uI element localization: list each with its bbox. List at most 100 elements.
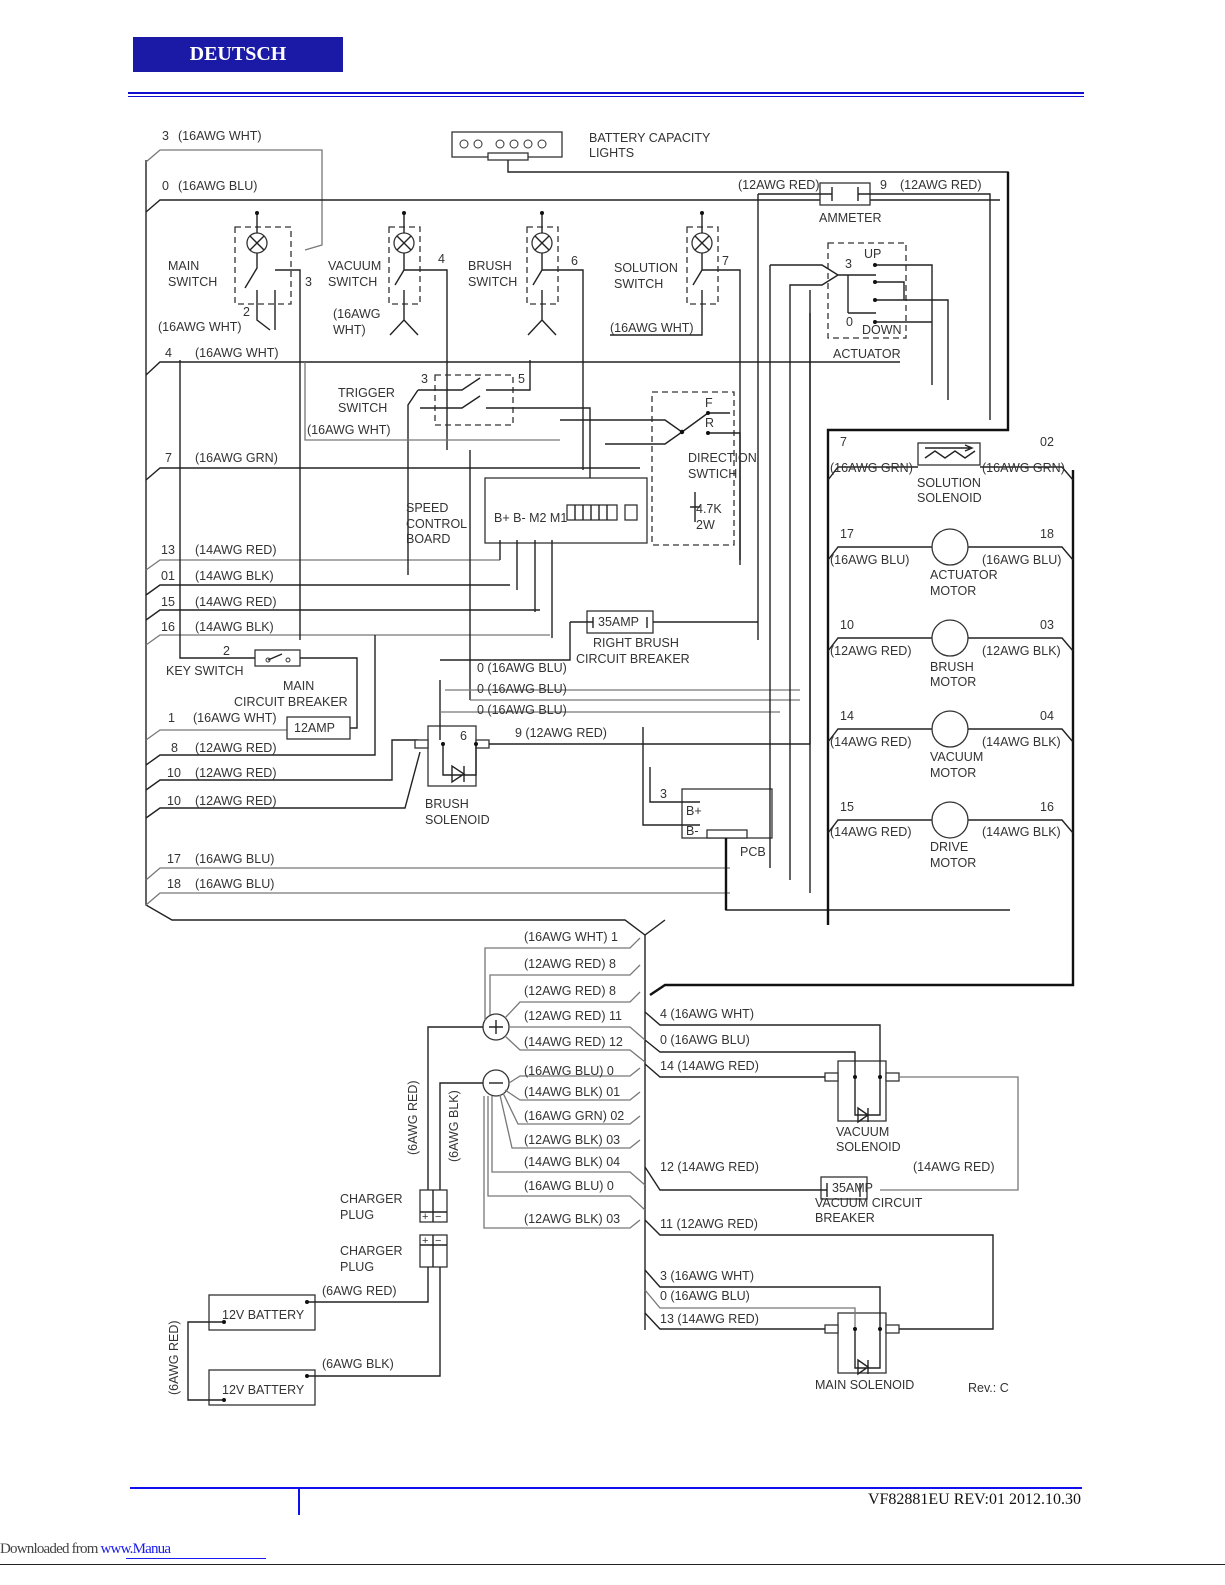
harness-num: 8 bbox=[171, 741, 178, 755]
load-right-num: 02 bbox=[1040, 435, 1054, 449]
vacuum-switch-pin: 4 bbox=[438, 252, 445, 266]
solution-switch-pin: 7 bbox=[722, 254, 729, 268]
brush-switch-pin: 6 bbox=[571, 254, 578, 268]
bus-label: (16AWG GRN) 02 bbox=[524, 1109, 624, 1123]
harness-wire: (16AWG BLU) bbox=[195, 852, 274, 866]
harness-num: 16 bbox=[161, 620, 175, 634]
blu-0-wire-b: 0 (16AWG BLU) bbox=[477, 682, 567, 696]
vacuum-solenoid bbox=[644, 1011, 1019, 1200]
harness-num: 1 bbox=[168, 711, 175, 725]
actuator-switch bbox=[770, 242, 949, 400]
right-brush-cb-label: RIGHT BRUSH bbox=[593, 636, 679, 650]
bus-labels: (16AWG WHT) 1 (12AWG RED) 8 (12AWG RED) … bbox=[524, 930, 624, 1226]
lower-right-label: 3 (16AWG WHT) bbox=[660, 1269, 754, 1283]
solution-switch-wire: (16AWG WHT) bbox=[610, 321, 694, 335]
document-id: VF82881EU REV:01 2012.10.30 bbox=[867, 1491, 1081, 1508]
load-right-num: 16 bbox=[1040, 800, 1054, 814]
speed-control-terminals: B+ B- M2 M1 bbox=[494, 511, 567, 525]
vacuum-switch-wire: (16AWG bbox=[333, 307, 380, 321]
main-cb-label-2: CIRCUIT BREAKER bbox=[234, 695, 348, 709]
blu-0-wire-c: 0 (16AWG BLU) bbox=[477, 703, 567, 717]
harness-num: 0 bbox=[162, 179, 169, 193]
load-right-num: 04 bbox=[1040, 709, 1054, 723]
harness-wire: (14AWG BLK) bbox=[195, 569, 274, 583]
direction-switch-label-2: SWTICH bbox=[688, 467, 737, 481]
harness-num: 10 bbox=[167, 794, 181, 808]
trigger-wire: (16AWG WHT) bbox=[307, 423, 391, 437]
harness-num: 18 bbox=[167, 877, 181, 891]
vacuum-switch-label-2: SWITCH bbox=[328, 275, 377, 289]
harness-num: 17 bbox=[167, 852, 181, 866]
vacuum-switch-label: VACUUM bbox=[328, 259, 381, 273]
load-left-wire: (16AWG BLU) bbox=[830, 553, 909, 567]
harness-wire: (16AWG WHT) bbox=[195, 346, 279, 360]
bus-label: (12AWG RED) 11 bbox=[524, 1009, 622, 1023]
harness-num: 4 bbox=[165, 346, 172, 360]
charger-plugs: + − + − bbox=[419, 1189, 448, 1268]
load-right-num: 03 bbox=[1040, 618, 1054, 632]
pcb-label: PCB bbox=[740, 845, 766, 859]
plus-icon: + bbox=[422, 1235, 428, 1247]
download-link[interactable]: www.Manua bbox=[100, 1541, 172, 1557]
ammeter-left-wire: (12AWG RED) bbox=[738, 178, 820, 192]
charger-blk-wire: (6AWG BLK) bbox=[447, 1090, 461, 1162]
pcb-pin: 3 bbox=[660, 787, 667, 801]
solution-solenoid-label-2: SOLENOID bbox=[917, 491, 982, 505]
actuator-label: ACTUATOR bbox=[833, 347, 901, 361]
trigger-pin5: 5 bbox=[518, 372, 525, 386]
harness-num: 10 bbox=[167, 766, 181, 780]
pcb-bplus: B+ bbox=[686, 804, 702, 818]
vacuum-motor-label: VACUUM bbox=[930, 750, 983, 764]
footer-rule bbox=[130, 1487, 1082, 1489]
battery-capacity-lights-label-2: LIGHTS bbox=[589, 146, 634, 160]
solution-switch-label: SOLUTION bbox=[614, 261, 678, 275]
vacuum-solenoid-label-2: SOLENOID bbox=[836, 1140, 901, 1154]
harness-wire: (16AWG BLU) bbox=[178, 179, 257, 193]
bus-label: (16AWG BLU) 0 bbox=[524, 1179, 614, 1193]
vacuum-motor-label-2: MOTOR bbox=[930, 766, 976, 780]
lower-right-label: 0 (16AWG BLU) bbox=[660, 1033, 750, 1047]
battery-label: 12V BATTERY bbox=[222, 1308, 305, 1322]
right-vertical-bus bbox=[649, 172, 1075, 996]
load-left-wire: (14AWG RED) bbox=[830, 825, 912, 839]
load-left-num: 17 bbox=[840, 527, 854, 541]
harness-wire: (12AWG RED) bbox=[195, 766, 277, 780]
key-switch bbox=[254, 649, 358, 740]
resistor-power: 2W bbox=[696, 518, 715, 532]
solution-switch-label-2: SWITCH bbox=[614, 277, 663, 291]
pcb-bminus: B- bbox=[686, 824, 699, 838]
right-brush-cb-label-2: CIRCUIT BREAKER bbox=[576, 652, 690, 666]
harness-num: 13 bbox=[161, 543, 175, 557]
main-switch-label: MAIN bbox=[168, 259, 199, 273]
switch-lamps bbox=[234, 211, 741, 640]
harness-num: 3 bbox=[162, 129, 169, 143]
lower-right-label: (14AWG RED) bbox=[913, 1160, 995, 1174]
bus-label: (14AWG BLK) 04 bbox=[524, 1155, 620, 1169]
load-left-wire: (12AWG RED) bbox=[830, 644, 912, 658]
load-right-num: 18 bbox=[1040, 527, 1054, 541]
left-harness-labels: 3 (16AWG WHT) 0 (16AWG BLU) 4 (16AWG WHT… bbox=[161, 129, 279, 891]
load-right-wire: (14AWG BLK) bbox=[982, 735, 1061, 749]
language-badge: DEUTSCH bbox=[133, 37, 343, 72]
main-switch-label-2: SWITCH bbox=[168, 275, 217, 289]
red-9-wire: 9 (12AWG RED) bbox=[515, 726, 607, 740]
trigger-switch-label-2: SWITCH bbox=[338, 401, 387, 415]
ammeter-label: AMMETER bbox=[819, 211, 882, 225]
brush-switch-label: BRUSH bbox=[468, 259, 512, 273]
drive-motor-label: DRIVE bbox=[930, 840, 968, 854]
vacuum-switch-wire-2: WHT) bbox=[333, 323, 366, 337]
lower-right-labels: 4 (16AWG WHT) 0 (16AWG BLU) 14 (14AWG RE… bbox=[660, 1007, 995, 1326]
bus-label: (12AWG BLK) 03 bbox=[524, 1133, 620, 1147]
bus-label: (14AWG BLK) 01 bbox=[524, 1085, 620, 1099]
trigger-pin3: 3 bbox=[421, 372, 428, 386]
vacuum-solenoid-label: VACUUM bbox=[836, 1125, 889, 1139]
brush-solenoid-label: BRUSH bbox=[425, 797, 469, 811]
minus-icon: − bbox=[435, 1211, 441, 1223]
main-switch-pin2: 2 bbox=[243, 305, 250, 319]
brush-solenoid-label-2: SOLENOID bbox=[425, 813, 490, 827]
harness-wire: (12AWG RED) bbox=[195, 741, 277, 755]
left-harness bbox=[145, 149, 1000, 936]
load-left-wire: (16AWG GRN) bbox=[830, 461, 913, 475]
actuator-motor-label: ACTUATOR bbox=[930, 568, 998, 582]
harness-wire: (16AWG BLU) bbox=[195, 877, 274, 891]
